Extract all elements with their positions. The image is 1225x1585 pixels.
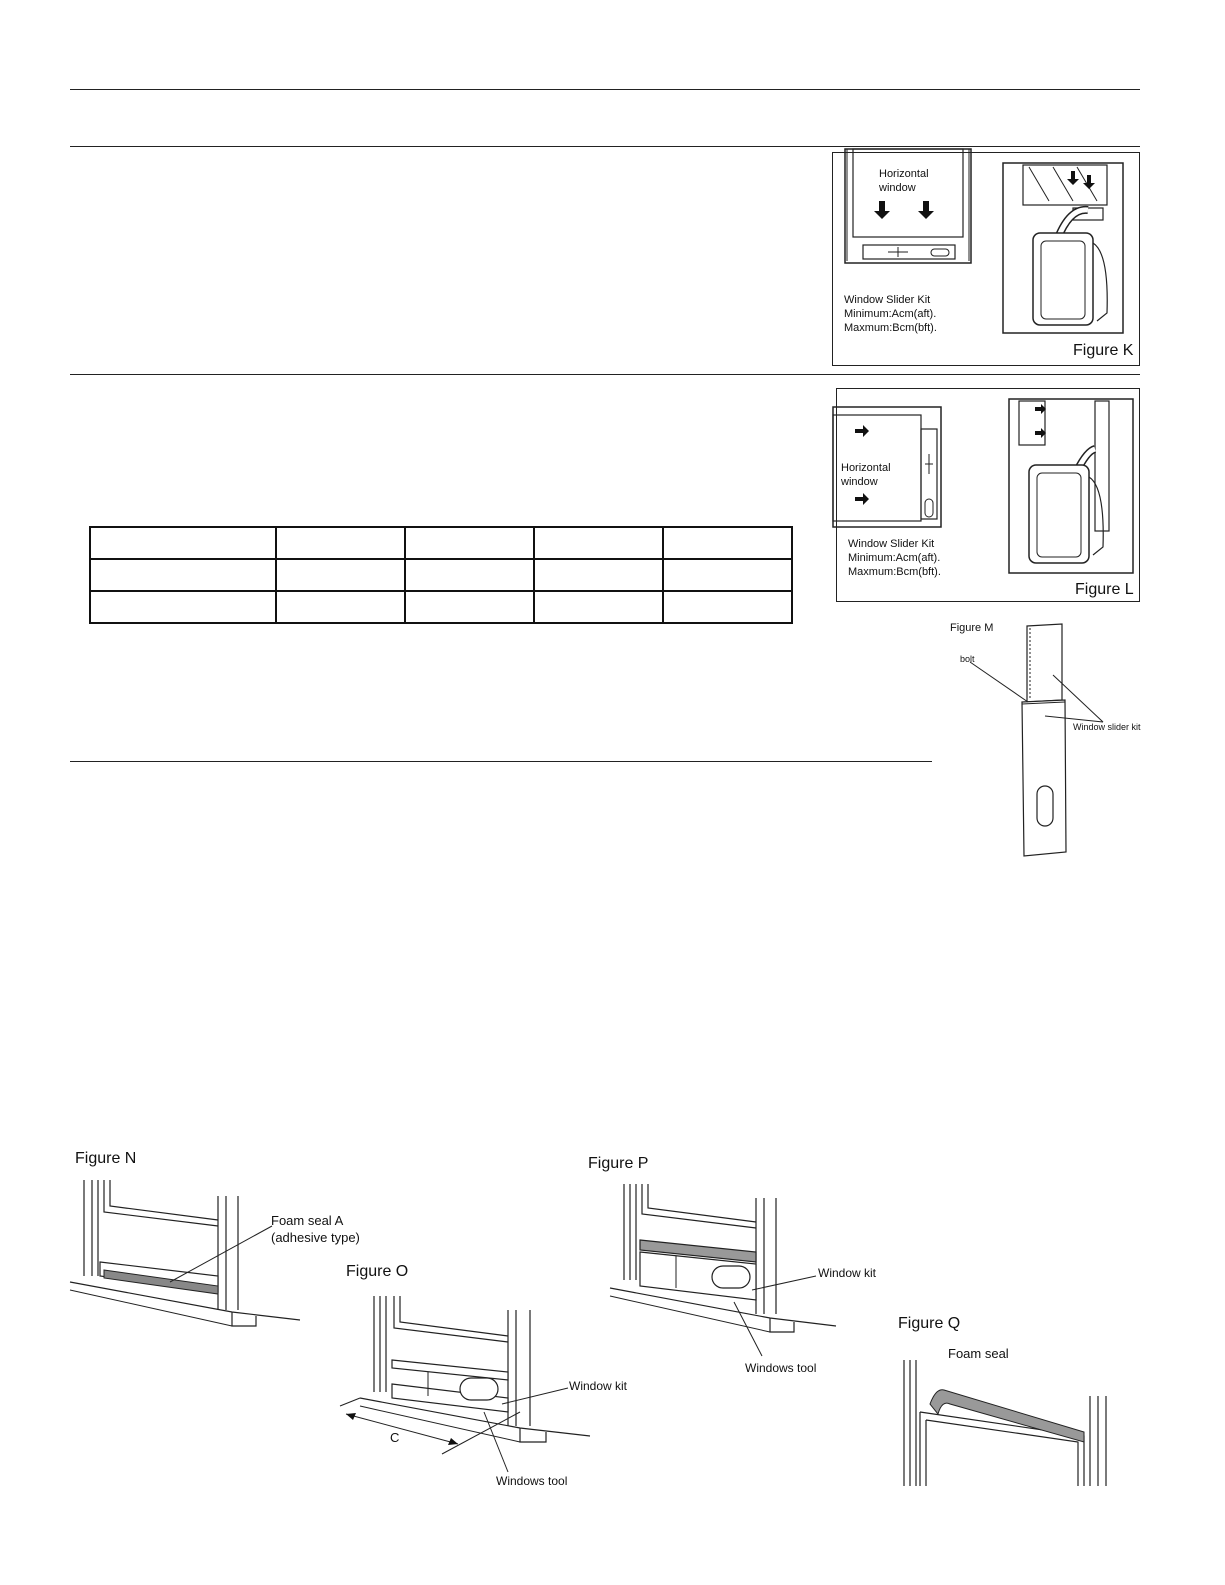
figure-q-label: Figure Q (898, 1315, 961, 1332)
figure-l-window-drawing (832, 406, 942, 528)
table-row (89, 558, 793, 592)
figure-n-label: Figure N (75, 1150, 137, 1167)
figure-k-window-drawing (844, 148, 972, 264)
figure-o-window-kit-label: Window kit (569, 1379, 628, 1393)
figure-q-foam-seal-label: Foam seal (948, 1346, 1009, 1361)
figure-k-horizontal-window: Horizontal window (879, 168, 929, 194)
figure-n-foam-seal-label: Foam seal A (adhesive type) (271, 1213, 360, 1245)
figure-k-unit-drawing (1002, 162, 1124, 334)
figure-o-windows-tool-label: Windows tool (496, 1474, 568, 1488)
section-rule-1 (70, 146, 1140, 147)
figure-o-label: Figure O (346, 1263, 409, 1280)
figure-l-label: Figure L (1075, 581, 1134, 598)
figure-p-window-kit-label: Window kit (818, 1266, 877, 1280)
figure-l: Horizontal window Window Slider Kit Mini… (832, 388, 1140, 602)
spec-table (89, 526, 793, 624)
section-rule-2 (70, 374, 1140, 375)
figure-l-horizontal-window: Horizontal window (841, 462, 891, 488)
section-rule-3 (70, 761, 932, 762)
figure-p-windows-tool-label: Windows tool (745, 1361, 817, 1375)
figure-k: Horizontal window Window Slider Kit Mini… (832, 148, 1140, 366)
top-rule (70, 89, 1140, 90)
figure-m-label: Figure M (950, 622, 994, 634)
table-row (89, 590, 793, 624)
table-row (89, 526, 793, 560)
figure-m-slider-kit-label: Window slider kit (1073, 722, 1141, 732)
figure-m-bolt-label: bolt (960, 654, 975, 664)
figure-k-label: Figure K (1073, 342, 1134, 359)
figure-p-label: Figure P (588, 1155, 649, 1172)
figure-l-unit-drawing (1008, 398, 1134, 574)
figure-o-dimension-label: C (390, 1430, 400, 1445)
figure-k-kit-text: Window Slider Kit Minimum:Acm(aft). Maxm… (844, 294, 937, 334)
figure-l-kit-text: Window Slider Kit Minimum:Acm(aft). Maxm… (848, 538, 941, 578)
